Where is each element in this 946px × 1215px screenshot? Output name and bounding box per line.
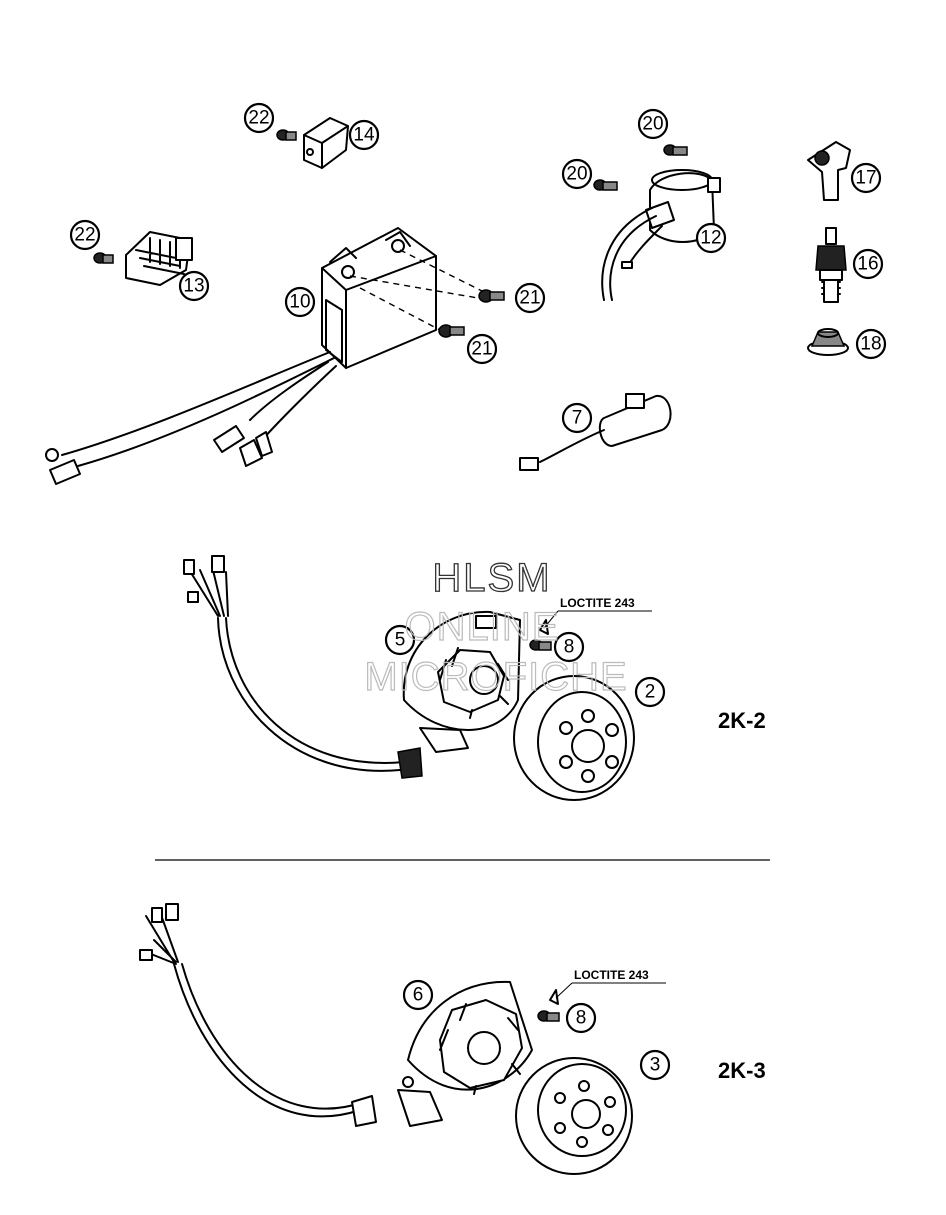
part-17-plug-cap[interactable] [807,141,851,201]
callout-2[interactable]: 2 [634,676,666,708]
group-label-2k2: 2K-2 [718,708,766,733]
svg-text:8: 8 [564,637,575,658]
loctite-label-bottom: LOCTITE 243 [555,968,666,999]
callout-20-lower[interactable]: 20 [561,158,593,190]
loctite-label-top: LOCTITE 243 [543,596,652,629]
callout-16[interactable]: 16 [852,248,884,280]
callout-22-top[interactable]: 22 [243,102,275,134]
svg-text:LOCTITE 243: LOCTITE 243 [560,596,635,610]
callout-7[interactable]: 7 [561,402,593,434]
svg-text:HLSM: HLSM [432,556,551,600]
part-6-stator[interactable] [397,980,533,1127]
part-3-rotor-2k3[interactable] [515,1057,633,1175]
screw-21-lower[interactable] [438,324,465,338]
part-10-cdi-box[interactable] [321,227,437,369]
screw-8-bottom[interactable] [537,989,560,1022]
svg-text:14: 14 [353,125,375,146]
callout-13[interactable]: 13 [178,270,210,302]
screw-20-lower[interactable] [593,179,618,191]
screw-21-upper[interactable] [478,289,505,303]
svg-text:LOCTITE 243: LOCTITE 243 [574,968,649,982]
callout-6[interactable]: 6 [402,979,434,1011]
svg-text:12: 12 [700,228,721,249]
callout-21-lower[interactable]: 21 [466,333,498,365]
svg-text:20: 20 [642,114,663,135]
part-14-relay[interactable] [303,117,349,169]
part-2-rotor-2k2[interactable] [513,675,635,801]
part-13-regulator[interactable] [125,231,193,286]
callout-17[interactable]: 17 [850,162,882,194]
screw-22-left[interactable] [93,252,114,264]
callout-21-upper[interactable]: 21 [514,282,546,314]
svg-text:10: 10 [289,292,310,313]
cdi-wire-harness [45,351,337,485]
screw-22-top[interactable] [276,129,297,141]
callout-10[interactable]: 10 [284,286,316,318]
callout-14[interactable]: 14 [348,119,380,151]
svg-text:21: 21 [519,288,540,309]
callout-18[interactable]: 18 [855,328,887,360]
screw-8-top[interactable] [529,619,552,651]
svg-text:16: 16 [857,254,878,275]
part-16-spark-plug[interactable] [815,227,847,303]
svg-text:17: 17 [855,168,876,189]
svg-text:2: 2 [645,682,656,703]
svg-text:13: 13 [183,276,204,297]
callout-8-bottom[interactable]: 8 [565,1002,597,1034]
svg-text:20: 20 [566,164,587,185]
callout-20-upper[interactable]: 20 [637,108,669,140]
stator-2k2-harness [183,555,423,779]
stator-2k3-harness [139,903,377,1127]
callout-5[interactable]: 5 [384,624,416,656]
part-7-pickup-sensor[interactable] [519,393,672,471]
callout-22-left[interactable]: 22 [69,219,101,251]
svg-text:7: 7 [572,408,583,429]
watermark: HLSM ONLINE MICROFICHE [364,555,628,699]
svg-text:ONLINE: ONLINE [405,605,560,649]
screw-20-upper[interactable] [663,144,688,156]
callout-12[interactable]: 12 [695,222,727,254]
part-18-grommet[interactable] [807,328,849,356]
svg-text:MICROFICHE: MICROFICHE [364,655,627,699]
svg-text:22: 22 [74,225,95,246]
svg-text:21: 21 [471,339,492,360]
callout-3[interactable]: 3 [639,1049,671,1081]
part-5-stator[interactable] [402,610,521,753]
svg-text:22: 22 [248,108,269,129]
svg-text:18: 18 [860,334,881,355]
svg-text:3: 3 [650,1055,661,1076]
callout-8-top[interactable]: 8 [553,631,585,663]
svg-text:5: 5 [395,630,406,651]
svg-text:6: 6 [413,985,424,1006]
group-label-2k3: 2K-3 [718,1058,766,1083]
svg-text:8: 8 [576,1008,587,1029]
